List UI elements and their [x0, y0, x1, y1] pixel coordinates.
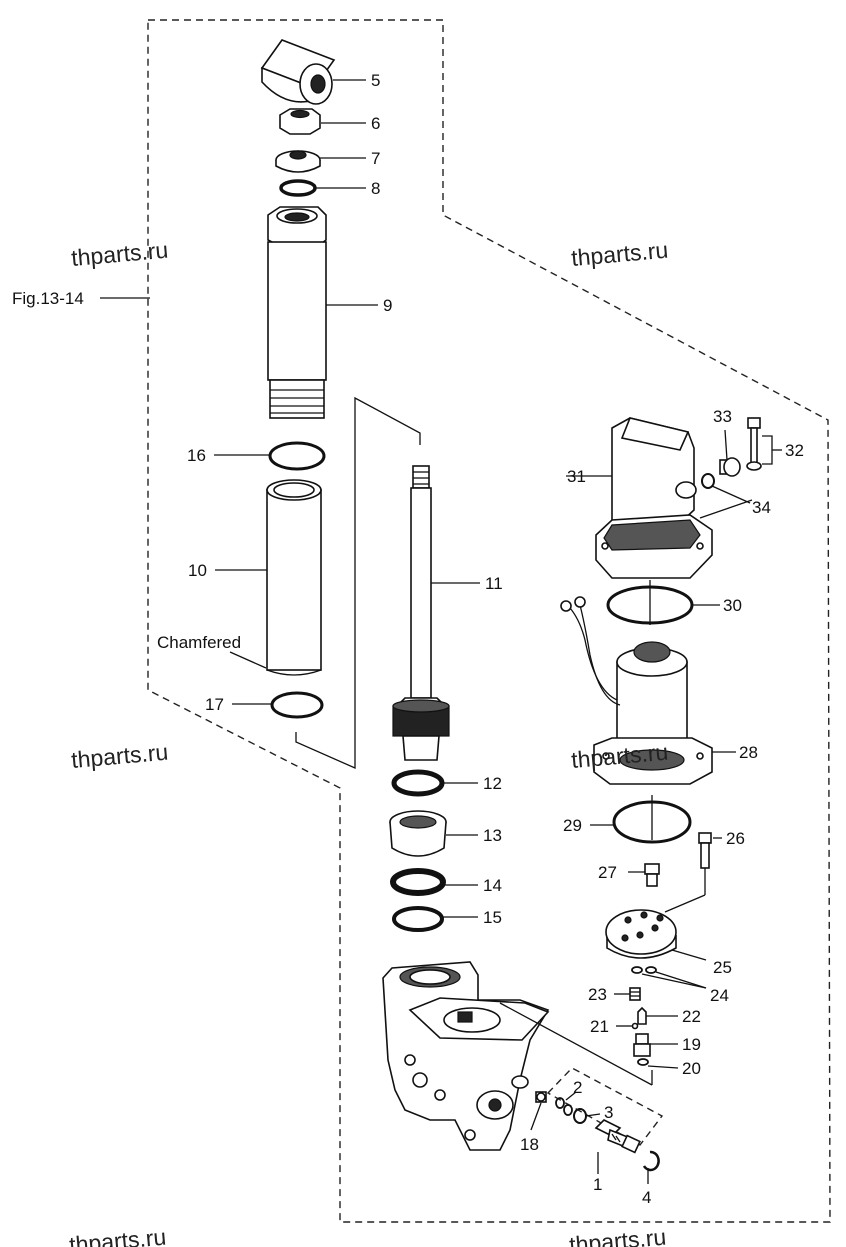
callout-34: 34 [752, 498, 771, 517]
part-6-nut [279, 108, 321, 135]
callout-10: 10 [188, 561, 207, 580]
callout-26: 26 [726, 829, 745, 848]
callout-33: 33 [713, 407, 732, 426]
callout-32: 32 [785, 441, 804, 460]
callout-16: 16 [187, 446, 206, 465]
part-22-valve [637, 1006, 647, 1025]
part-33-screw [719, 457, 741, 477]
part-24-o-ring-b [645, 966, 657, 974]
watermark: thparts.ru [70, 739, 169, 773]
callout-17: 17 [205, 695, 224, 714]
part-25-pump [605, 909, 677, 959]
part-16-o-ring [268, 441, 326, 471]
part-8-o-ring [279, 179, 317, 197]
part-4-circlip [642, 1150, 660, 1172]
part-2-o-ring [555, 1097, 565, 1109]
part-14-split-ring [390, 868, 446, 896]
callout-14: 14 [483, 876, 502, 895]
callout-30: 30 [723, 596, 742, 615]
part-18-screw [535, 1091, 547, 1103]
part-34-o-ring [701, 473, 715, 489]
callout-29: 29 [563, 816, 582, 835]
part-20-o-ring [637, 1058, 649, 1066]
callout-2: 2 [573, 1078, 582, 1097]
callout-12: 12 [483, 774, 502, 793]
part-31-motor-cover [595, 417, 713, 579]
part-5-cap [260, 39, 336, 105]
watermark: thparts.ru [70, 237, 169, 271]
part-32-bolt [746, 417, 762, 471]
part-23-spring [629, 987, 641, 1001]
part-24-o-ring-a [631, 966, 643, 974]
part-9-cylinder [267, 206, 327, 419]
part-1-manual-valve [594, 1119, 641, 1154]
watermark-partial: thparts.ru [568, 1224, 667, 1247]
figure-reference: Fig.13-14 [12, 289, 84, 308]
callout-6: 6 [371, 114, 380, 133]
watermark-partial: thparts.ru [68, 1224, 167, 1247]
callout-28: 28 [739, 743, 758, 762]
callout-31: 31 [567, 467, 586, 486]
callout-7: 7 [371, 149, 380, 168]
part-10-inner-tube [266, 479, 322, 676]
callout-24: 24 [710, 986, 729, 1005]
part-28-motor [560, 596, 713, 785]
part-26-screw [698, 832, 712, 869]
part-7-washer [275, 150, 321, 173]
part-17-o-ring [270, 691, 324, 719]
callout-20: 20 [682, 1059, 701, 1078]
callout-18: 18 [520, 1135, 539, 1154]
callout-22: 22 [682, 1007, 701, 1026]
watermark: thparts.ru [570, 237, 669, 271]
part-13-seal [389, 810, 447, 857]
pump-housing [382, 961, 550, 1151]
part-27-plug [644, 863, 660, 887]
callout-8: 8 [371, 179, 380, 198]
callout-13: 13 [483, 826, 502, 845]
part-15-ring [392, 906, 444, 932]
callout-4: 4 [642, 1188, 651, 1207]
callout-5: 5 [371, 71, 380, 90]
callout-25: 25 [713, 958, 732, 977]
callout-21: 21 [590, 1017, 609, 1036]
assembly-boundary [147, 19, 831, 1223]
callout-19: 19 [682, 1035, 701, 1054]
part-21-ball [631, 1022, 639, 1030]
chamfered-note: Chamfered [157, 633, 241, 652]
callout-3: 3 [604, 1103, 613, 1122]
part-2-o-ring-b [563, 1104, 573, 1116]
callout-23: 23 [588, 985, 607, 1004]
part-11-piston-rod [392, 465, 450, 761]
callout-15: 15 [483, 908, 502, 927]
part-12-ring [391, 769, 445, 797]
callout-1: 1 [593, 1175, 602, 1194]
callout-27: 27 [598, 863, 617, 882]
callout-9: 9 [383, 296, 392, 315]
callout-11: 11 [485, 574, 503, 593]
part-19-check-valve [633, 1033, 651, 1057]
